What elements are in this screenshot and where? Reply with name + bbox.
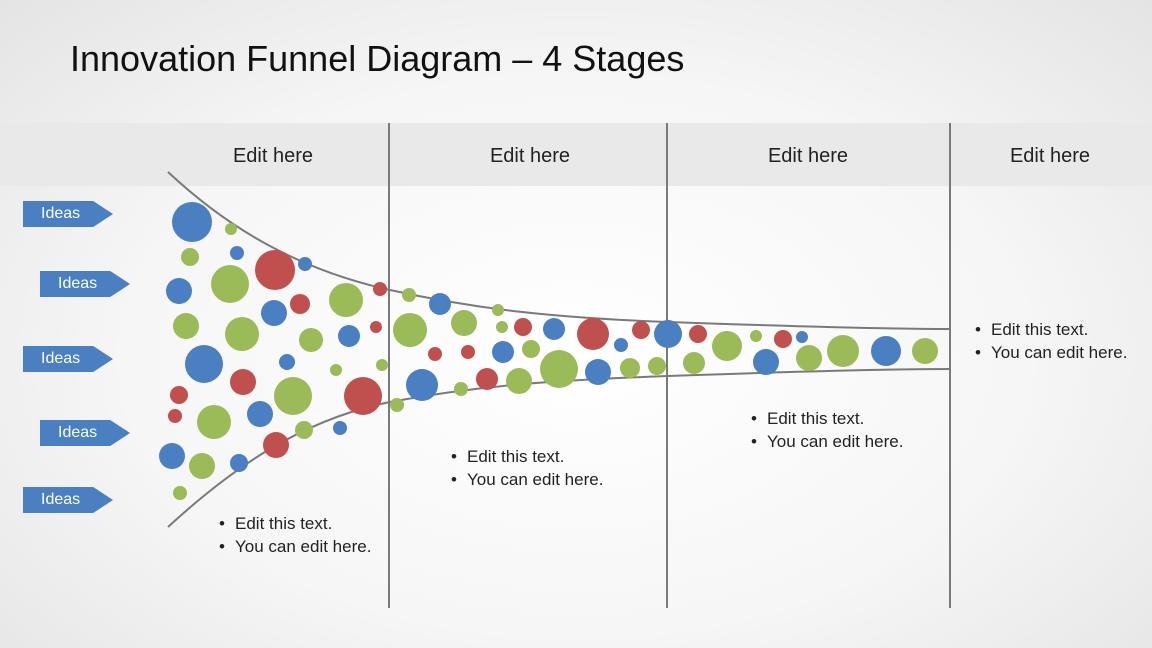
- idea-bubble: [406, 369, 438, 401]
- idea-bubble: [683, 352, 705, 374]
- idea-bubble: [620, 358, 640, 378]
- header-band: [0, 123, 1152, 186]
- idea-bubble: [230, 369, 256, 395]
- idea-bubble: [170, 386, 188, 404]
- idea-bubble: [376, 359, 388, 371]
- idea-bubble: [912, 338, 938, 364]
- idea-bubble: [344, 377, 382, 415]
- idea-bubble: [393, 313, 427, 347]
- bullet: You can edit here.: [975, 341, 1131, 364]
- idea-bubble: [159, 443, 185, 469]
- idea-bubble: [279, 354, 295, 370]
- idea-bubble: [614, 338, 628, 352]
- idea-bubble: [648, 357, 666, 375]
- idea-bubble: [454, 382, 468, 396]
- idea-bubble: [225, 317, 259, 351]
- idea-bubble: [197, 405, 231, 439]
- funnel-top-edge: [167, 171, 951, 330]
- bullet: Edit this text.: [751, 407, 907, 430]
- idea-bubble: [225, 223, 237, 235]
- idea-bubble: [577, 318, 609, 350]
- idea-bubble: [402, 288, 416, 302]
- idea-bubble: [168, 409, 182, 423]
- stage-1-notes[interactable]: Edit this text. You can edit here.: [219, 512, 375, 558]
- idea-bubble: [451, 310, 477, 336]
- bullet: You can edit here.: [219, 535, 375, 558]
- stage-4-notes[interactable]: Edit this text. You can edit here.: [975, 318, 1131, 364]
- bullet: Edit this text.: [219, 512, 375, 535]
- stage-3-notes[interactable]: Edit this text. You can edit here.: [751, 407, 907, 453]
- idea-bubble: [540, 350, 578, 388]
- idea-bubble: [429, 293, 451, 315]
- idea-bubble: [329, 283, 363, 317]
- idea-bubble: [492, 304, 504, 316]
- idea-bubble: [255, 250, 295, 290]
- idea-bubble: [461, 345, 475, 359]
- stage-4-header[interactable]: Edit here: [1009, 145, 1091, 167]
- idea-bubble: [373, 282, 387, 296]
- idea-bubble: [522, 340, 540, 358]
- idea-bubble: [796, 331, 808, 343]
- idea-bubble: [827, 335, 859, 367]
- idea-bubble: [173, 313, 199, 339]
- idea-bubble: [632, 321, 650, 339]
- idea-bubble: [189, 453, 215, 479]
- idea-bubble: [428, 347, 442, 361]
- bullet: Edit this text.: [975, 318, 1131, 341]
- idea-bubble: [496, 321, 508, 333]
- ideas-arrow: Ideas: [23, 201, 113, 227]
- idea-bubble: [211, 265, 249, 303]
- idea-bubble: [712, 331, 742, 361]
- idea-bubble: [330, 364, 342, 376]
- bullet: Edit this text.: [451, 445, 607, 468]
- idea-bubble: [185, 345, 223, 383]
- idea-bubble: [654, 320, 682, 348]
- idea-bubble: [230, 454, 248, 472]
- ideas-arrow: Ideas: [40, 420, 130, 446]
- idea-bubble: [543, 318, 565, 340]
- idea-bubble: [585, 359, 611, 385]
- idea-bubble: [299, 328, 323, 352]
- idea-bubble: [181, 248, 199, 266]
- bullet: You can edit here.: [451, 468, 607, 491]
- slide-title: Innovation Funnel Diagram – 4 Stages: [70, 38, 685, 79]
- idea-bubble: [298, 257, 312, 271]
- ideas-arrow: Ideas: [23, 487, 113, 513]
- idea-bubble: [295, 421, 313, 439]
- stage-2-notes[interactable]: Edit this text. You can edit here.: [451, 445, 607, 491]
- idea-bubble: [290, 294, 310, 314]
- idea-bubble: [871, 336, 901, 366]
- stage-2-header[interactable]: Edit here: [489, 145, 571, 167]
- bullet: You can edit here.: [751, 430, 907, 453]
- idea-bubble: [506, 368, 532, 394]
- idea-bubble: [753, 349, 779, 375]
- idea-bubble: [370, 321, 382, 333]
- idea-bubble: [390, 398, 404, 412]
- idea-bubble: [173, 486, 187, 500]
- idea-bubble: [274, 377, 312, 415]
- idea-bubble: [333, 421, 347, 435]
- idea-bubble: [476, 368, 498, 390]
- idea-bubble: [263, 432, 289, 458]
- idea-bubble: [230, 246, 244, 260]
- ideas-arrow: Ideas: [23, 346, 113, 372]
- stage-3-header[interactable]: Edit here: [767, 145, 849, 167]
- stage-divider: [666, 123, 668, 608]
- idea-bubble: [166, 278, 192, 304]
- idea-bubble: [247, 401, 273, 427]
- idea-bubble: [750, 330, 762, 342]
- idea-bubble: [514, 318, 532, 336]
- idea-bubble: [492, 341, 514, 363]
- stage-divider: [388, 123, 390, 608]
- stage-divider: [949, 123, 951, 608]
- idea-bubble: [338, 325, 360, 347]
- ideas-arrow: Ideas: [40, 271, 130, 297]
- stage-1-header[interactable]: Edit here: [232, 145, 314, 167]
- idea-bubble: [796, 345, 822, 371]
- idea-bubble: [261, 300, 287, 326]
- idea-bubble: [172, 202, 212, 242]
- idea-bubble: [774, 330, 792, 348]
- idea-bubble: [689, 325, 707, 343]
